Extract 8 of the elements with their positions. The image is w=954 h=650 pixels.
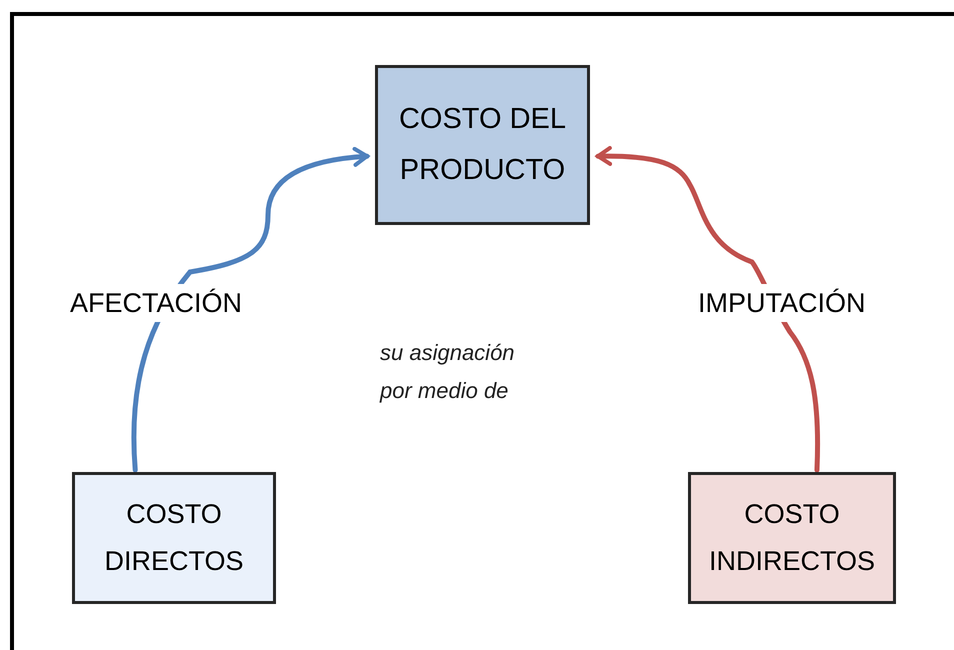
cost-box: COSTO DEL PRODUCTO <box>375 65 590 225</box>
cost-box: COSTO DIRECTOS <box>72 472 276 604</box>
curved-arrow <box>596 146 820 472</box>
edge-label: IMPUTACIÓN <box>698 284 866 322</box>
cost-box: COSTO INDIRECTOS <box>688 472 896 604</box>
curved-arrow <box>132 147 370 472</box>
edge-label: AFECTACIÓN <box>70 284 242 322</box>
note-text: su asignación por medio de <box>380 339 516 405</box>
